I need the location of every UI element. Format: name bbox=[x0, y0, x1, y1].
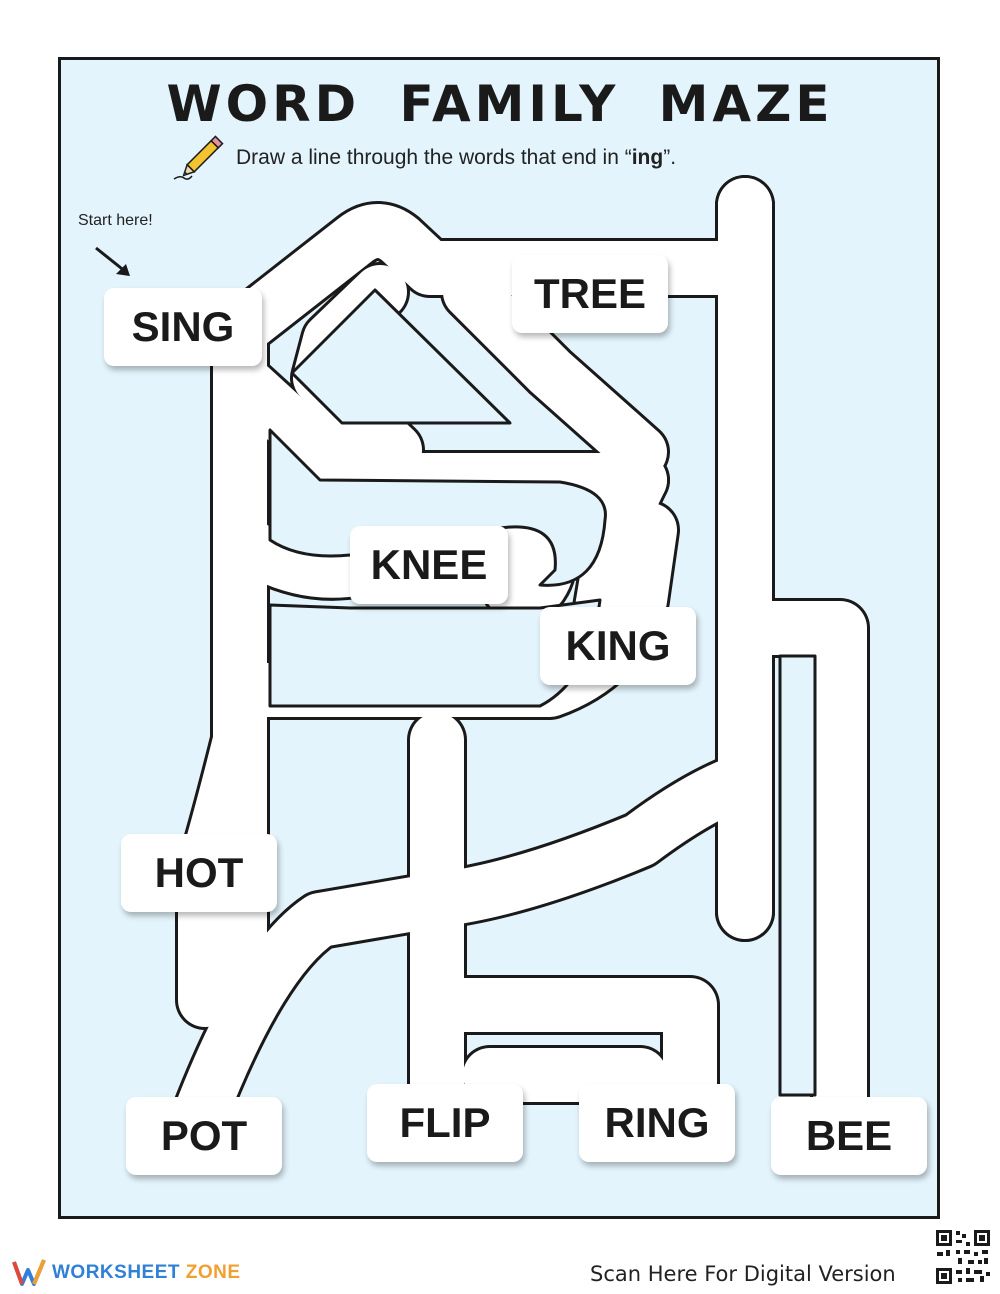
word-label: BEE bbox=[805, 1112, 893, 1159]
word-label: SING bbox=[131, 303, 235, 350]
word-label: KNEE bbox=[370, 541, 488, 588]
word-card-tree[interactable]: TREE bbox=[512, 255, 668, 333]
word-card-pot[interactable]: POT bbox=[126, 1097, 282, 1175]
qr-code-icon[interactable] bbox=[934, 1228, 992, 1286]
word-label: POT bbox=[160, 1112, 248, 1159]
word-label: RING bbox=[604, 1099, 710, 1146]
word-card-hot[interactable]: HOT bbox=[121, 834, 277, 912]
word-label: FLIP bbox=[399, 1099, 491, 1146]
worksheetzone-logo-icon bbox=[12, 1259, 46, 1286]
instructions-text: Draw a line through the words that end i… bbox=[236, 146, 632, 169]
instructions-highlight: ing bbox=[631, 146, 664, 169]
word-card-knee[interactable]: KNEE bbox=[350, 526, 508, 604]
instructions-end: ”. bbox=[663, 146, 677, 169]
word-card-ring[interactable]: RING bbox=[579, 1084, 735, 1162]
brand-accent: ZONE bbox=[185, 1262, 241, 1283]
pencil-icon bbox=[173, 135, 224, 180]
word-card-flip[interactable]: FLIP bbox=[367, 1084, 523, 1162]
scan-text: Scan Here For Digital Version bbox=[590, 1262, 896, 1286]
word-label: HOT bbox=[154, 849, 244, 896]
arrow-icon bbox=[95, 246, 130, 276]
brand-main: WORKSHEET bbox=[52, 1262, 180, 1283]
worksheetzone-logo[interactable]: WORKSHEET ZONE bbox=[12, 1258, 241, 1288]
word-card-sing[interactable]: SING bbox=[104, 288, 262, 366]
instructions: Draw a line through the words that end i… bbox=[236, 146, 676, 170]
word-card-king[interactable]: KING bbox=[540, 607, 696, 685]
page-title: WORD FAMILY MAZE bbox=[166, 75, 834, 133]
start-label: Start here! bbox=[78, 212, 153, 229]
word-card-bee[interactable]: BEE bbox=[771, 1097, 927, 1175]
word-label: KING bbox=[565, 622, 671, 669]
word-label: TREE bbox=[533, 270, 646, 317]
